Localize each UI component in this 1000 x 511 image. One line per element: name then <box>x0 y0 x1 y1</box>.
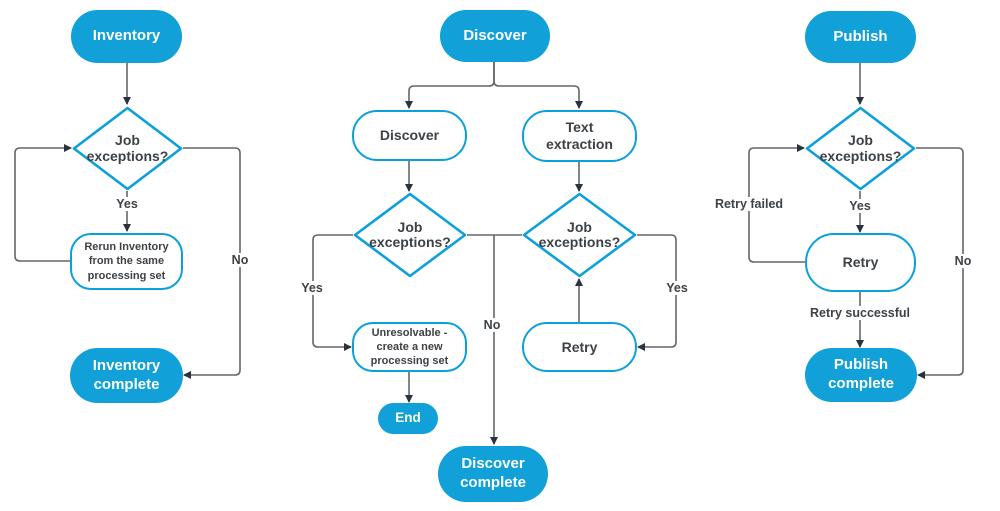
discover-decision-left-label: Job exceptions? <box>369 218 451 250</box>
publish-no-label: No <box>951 254 975 268</box>
publish-retry-process: Retry <box>805 233 916 292</box>
inventory-start-terminal: Inventory <box>71 10 182 63</box>
discover-decision-right-diamond: Job exceptions? <box>522 192 637 278</box>
inventory-no-label: No <box>228 253 252 267</box>
publish-decision-diamond: Job exceptions? <box>805 106 916 191</box>
text-extraction-process: Text extraction <box>522 110 637 162</box>
publish-yes-label: Yes <box>846 199 874 213</box>
discover-process: Discover <box>352 110 467 161</box>
edge-discover-start-branch-left <box>405 62 495 109</box>
inventory-yes-label: Yes <box>113 197 141 211</box>
discover-complete-terminal: Discover complete <box>438 446 548 502</box>
discover-yes-right-label: Yes <box>663 281 691 295</box>
edge-inventory-rerun-loop <box>14 144 72 262</box>
publish-decision-label: Job exceptions? <box>819 132 902 164</box>
inventory-decision-diamond: Job exceptions? <box>72 106 183 191</box>
end-terminal: End <box>378 403 438 434</box>
publish-complete-terminal: Publish complete <box>805 348 917 402</box>
inventory-rerun-process: Rerun Inventory from the same processing… <box>70 233 183 290</box>
inventory-complete-terminal: Inventory complete <box>70 348 183 403</box>
discover-no-label: No <box>480 318 504 332</box>
publish-start-terminal: Publish <box>805 11 916 63</box>
edge-discover-start-branch-right <box>493 62 583 109</box>
discover-decision-left-diamond: Job exceptions? <box>353 192 467 278</box>
publish-retry-successful-label: Retry successful <box>806 306 914 320</box>
publish-retry-failed-label: Retry failed <box>711 197 787 211</box>
discover-yes-left-label: Yes <box>298 281 326 295</box>
inventory-decision-label: Job exceptions? <box>86 132 169 164</box>
discover-retry-process: Retry <box>522 322 637 372</box>
discover-start-terminal: Discover <box>440 10 550 62</box>
unresolvable-process: Unresolvable - create a new processing s… <box>352 322 467 372</box>
discover-decision-right-label: Job exceptions? <box>538 218 621 250</box>
